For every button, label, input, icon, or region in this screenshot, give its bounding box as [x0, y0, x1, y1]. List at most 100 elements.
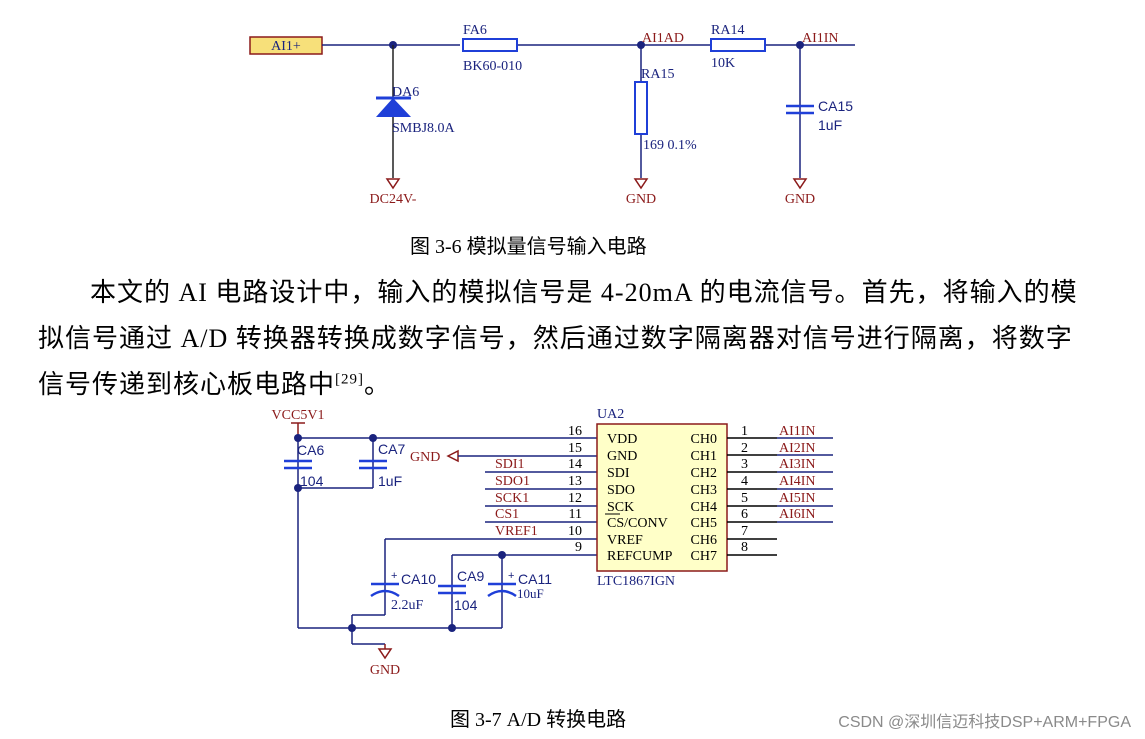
pin-name: CH2 — [691, 466, 717, 481]
fuse-symbol — [462, 38, 518, 52]
paragraph-line-3-end: 。 — [364, 370, 392, 399]
net-label-ai4in: AI4IN — [779, 474, 816, 489]
ic-body-ua2 — [596, 423, 728, 572]
pin-name: VREF — [607, 533, 643, 548]
capacitor-ca10-value: 2.2uF — [391, 598, 424, 613]
pin-number: 10 — [568, 524, 582, 539]
pin-number: 6 — [741, 507, 748, 522]
analog-input-schematic: AI1+ FA6 BK60-010 DA6 SMBJ8.0A DC24V- AI… — [249, 23, 855, 207]
pin-number: 15 — [568, 441, 582, 456]
net-label-cs1: CS1 — [495, 507, 519, 522]
ground-label: GND — [370, 663, 400, 678]
pin-name: SCK — [607, 500, 634, 515]
net-label-sdo1: SDO1 — [495, 474, 530, 489]
capacitor-ca15-ref: CA15 — [818, 98, 853, 114]
capacitor-ca9-ref: CA9 — [457, 568, 484, 584]
ic-part-number: LTC1867IGN — [597, 574, 675, 589]
plus-sign: + — [391, 570, 397, 582]
diode-ref: DA6 — [392, 85, 419, 100]
paragraph-line-3-text: 信号传递到核心板电路中 — [38, 370, 336, 399]
pin-number: 16 — [568, 424, 582, 439]
pin-name: CH4 — [691, 500, 717, 515]
net-label-sck1: SCK1 — [495, 491, 529, 506]
pin-name: CH1 — [691, 449, 717, 464]
csdn-watermark: CSDN @深圳信迈科技DSP+ARM+FPGA — [838, 714, 1131, 731]
net-label-gnd: GND — [410, 450, 440, 465]
net-label-ai1ad: AI1AD — [642, 31, 684, 46]
figure-caption-3-7: 图 3-7 A/D 转换电路 — [450, 709, 627, 731]
pin-number: 8 — [741, 540, 748, 555]
pin-name: CH7 — [691, 549, 717, 564]
capacitor-ca7-ref: CA7 — [378, 441, 405, 457]
capacitor-ca10-ref: CA10 — [401, 571, 436, 587]
ground-label-dc24v: DC24V- — [370, 192, 417, 207]
pin-name: CH3 — [691, 483, 717, 498]
net-label-vref1: VREF1 — [495, 524, 538, 539]
pin-name: VDD — [607, 432, 637, 447]
net-label-sdi1: SDI1 — [495, 457, 525, 472]
junction-dot — [448, 624, 456, 632]
pin-number: 13 — [568, 474, 582, 489]
pin-number: 12 — [568, 491, 582, 506]
capacitor-ca6-value: 104 — [300, 473, 324, 489]
pin-number: 3 — [741, 457, 748, 472]
pin-number: 14 — [568, 457, 582, 472]
left-pin-wires — [385, 471, 597, 556]
ground-icon — [377, 648, 393, 660]
resistor-ra15-ref: RA15 — [641, 67, 674, 82]
net-label-ai6in: AI6IN — [779, 507, 816, 522]
pin-number: 5 — [741, 491, 748, 506]
fuse-ref: FA6 — [463, 23, 487, 38]
input-port-label: AI1+ — [271, 39, 301, 54]
paragraph-line-3: 信号传递到核心板电路中[29]。 — [38, 364, 391, 401]
pin-number: 11 — [569, 507, 582, 522]
right-pin-wires — [727, 437, 833, 556]
figure-caption-3-6: 图 3-6 模拟量信号输入电路 — [410, 236, 647, 258]
resistor-ra15 — [634, 81, 648, 135]
pin-number: 2 — [741, 441, 748, 456]
net-label-ai1in: AI1IN — [779, 424, 816, 439]
ad-converter-schematic: VCC5V1 CA6 104 CA7 1uF GND SDI1 SDO1 SCK… — [272, 407, 833, 678]
fuse-value: BK60-010 — [463, 59, 522, 74]
capacitor-ca7-value: 1uF — [378, 473, 402, 489]
citation[interactable]: [29] — [335, 371, 365, 388]
resistor-ra14-ref: RA14 — [711, 23, 744, 38]
pin-number: 4 — [741, 474, 748, 489]
pin-number: 1 — [741, 424, 748, 439]
net-label-ai1in: AI1IN — [802, 31, 839, 46]
diode-value: SMBJ8.0A — [392, 121, 456, 136]
capacitor-ca9-value: 104 — [454, 597, 478, 613]
pin-name: CS/CONV — [607, 516, 668, 531]
pin-name: CH6 — [691, 533, 717, 548]
resistor-ra14 — [710, 38, 766, 52]
plus-sign: + — [508, 570, 514, 582]
paragraph-line-2: 拟信号通过 A/D 转换器转换成数字信号，然后通过数字隔离器对信号进行隔离，将数… — [38, 324, 1073, 353]
pin-name: GND — [607, 449, 637, 464]
capacitor-ca11-ref: CA11 — [518, 571, 552, 587]
capacitor-curved-plate — [370, 589, 400, 598]
ic-ref: UA2 — [597, 407, 624, 422]
capacitor-curved-plate — [487, 589, 517, 598]
pin-name: CH5 — [691, 516, 717, 531]
pin-name: CH0 — [691, 432, 717, 447]
paragraph-line-1: 本文的 AI 电路设计中，输入的模拟信号是 4-20mA 的电流信号。首先，将输… — [90, 278, 1078, 307]
net-label-ai3in: AI3IN — [779, 457, 816, 472]
ground-icon — [633, 178, 649, 190]
capacitor-ca11-value: 10uF — [517, 586, 544, 601]
ground-icon — [792, 178, 808, 190]
ground-icon — [385, 178, 401, 190]
diode-triangle — [376, 98, 411, 117]
net-label-ai5in: AI5IN — [779, 491, 816, 506]
ground-label: GND — [785, 192, 815, 207]
net-label-ai2in: AI2IN — [779, 441, 816, 456]
pin-name: SDI — [607, 466, 630, 481]
pin-name: SDO — [607, 483, 635, 498]
pin-number: 7 — [741, 524, 748, 539]
pin-number: 9 — [575, 540, 582, 555]
resistor-ra14-value: 10K — [711, 56, 735, 71]
ground-icon — [446, 449, 459, 463]
ground-label: GND — [626, 192, 656, 207]
resistor-ra15-value: 169 0.1% — [643, 138, 697, 153]
power-label-vcc5v1: VCC5V1 — [272, 408, 325, 423]
capacitor-ca15-value: 1uF — [818, 117, 842, 133]
